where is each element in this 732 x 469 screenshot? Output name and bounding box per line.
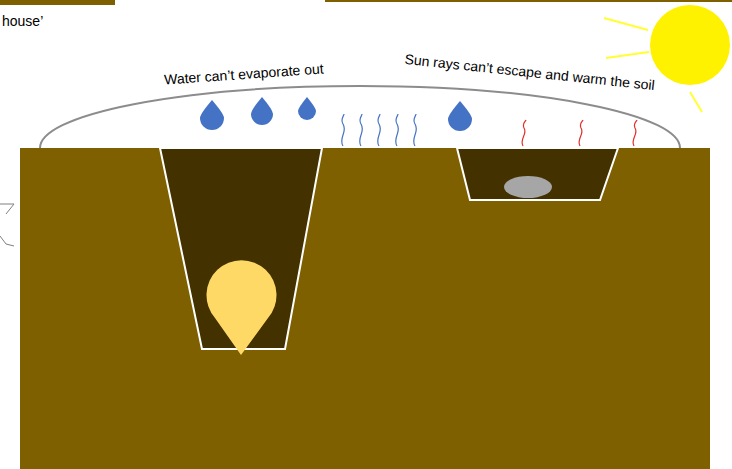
heat-line: [633, 120, 637, 146]
vapour-lines: [342, 114, 417, 146]
vapour-line: [342, 114, 345, 146]
header-line: [325, 0, 732, 2]
heat-line: [522, 120, 526, 146]
partial-title: house’: [2, 13, 43, 30]
note-label: Sun rays can’t escape and warm the soil: [404, 51, 656, 94]
header-bar: [0, 0, 115, 5]
vapour-line: [396, 114, 399, 146]
sun-ray: [690, 92, 702, 112]
shallow-hole: [457, 148, 618, 200]
note-label: Water can’t evaporate out: [164, 60, 325, 88]
water-drop: [448, 101, 472, 131]
vapour-line: [360, 114, 363, 146]
water-drop: [298, 97, 316, 120]
bulb: [207, 260, 277, 355]
water-drops: [200, 97, 472, 131]
cover-dome: [40, 86, 680, 148]
sun: [650, 5, 730, 85]
edge-mark: [0, 236, 14, 246]
edge-mark: [0, 204, 14, 214]
heat-line: [579, 120, 583, 146]
soil: [20, 148, 710, 469]
water-drop: [200, 100, 224, 130]
sun-ray: [606, 52, 649, 58]
vapour-line: [378, 114, 381, 146]
heat-lines: [522, 120, 637, 146]
seed: [504, 176, 552, 198]
water-drop: [251, 97, 273, 125]
sun-ray: [604, 18, 648, 30]
vapour-line: [414, 114, 417, 146]
